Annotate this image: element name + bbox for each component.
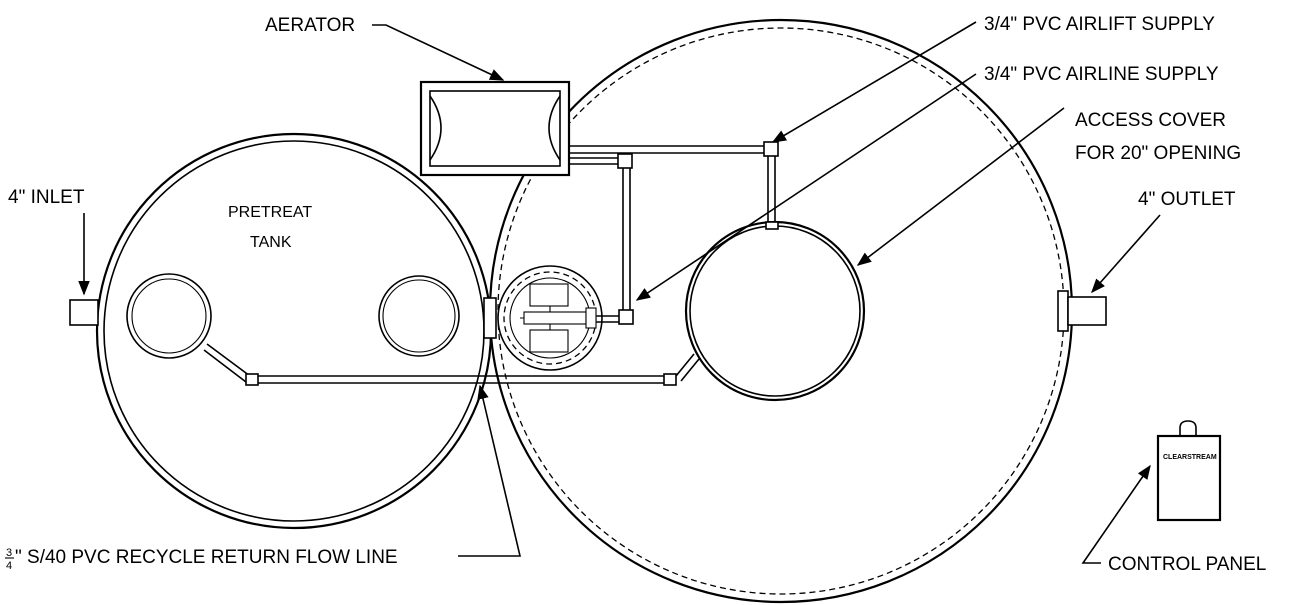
- recycle-return-line: [203, 343, 700, 386]
- inlet-label: 4" INLET: [8, 187, 85, 208]
- outlet-pipe: [1057, 290, 1107, 332]
- panel-brand-text: CLEARSTREAM: [1163, 454, 1217, 461]
- airlift-supply-label: 3/4" PVC AIRLIFT SUPPLY: [984, 14, 1215, 35]
- aerator-unit: [419, 80, 571, 177]
- tank-connector: [483, 297, 497, 339]
- recycle-fraction-denominator: 4: [6, 560, 12, 572]
- control-panel-leader: [1081, 464, 1151, 564]
- control-panel: CLEARSTREAM: [1156, 420, 1222, 522]
- access-cover-label-line1: ACCESS COVER: [1075, 110, 1226, 131]
- outlet-label: 4" OUTLET: [1138, 189, 1236, 210]
- pretreat-label-line2: TANK: [250, 234, 292, 251]
- inlet-pipe: [69, 299, 99, 326]
- leader-lines: [78, 21, 1161, 564]
- airline-supply-label: 3/4" PVC AIRLINE SUPPLY: [984, 64, 1219, 85]
- pretreat-left-opening: [126, 273, 212, 359]
- aerator-label: AERATOR: [265, 15, 355, 36]
- airlift-assembly: [497, 265, 620, 371]
- access-cover-label-line2: FOR 20" OPENING: [1075, 143, 1241, 164]
- outlet-leader: [1091, 214, 1161, 294]
- airlift-supply-leader: [771, 21, 977, 143]
- recycle-return-label: 3 4 " S/40 PVC RECYCLE RETURN FLOW LINE: [5, 547, 398, 572]
- pretreat-label-line1: PRETREAT: [228, 204, 312, 221]
- airline-supply-leader: [635, 73, 977, 301]
- control-panel-label: CONTROL PANEL: [1108, 554, 1266, 575]
- airlift-supply-pipe: [569, 141, 779, 230]
- airline-supply-pipe: [569, 153, 634, 325]
- recycle-fraction-numerator: 3: [6, 547, 12, 559]
- aerator-leader: [372, 24, 505, 81]
- pretreat-right-opening: [378, 275, 460, 357]
- recycle-return-leader: [458, 384, 522, 557]
- recycle-return-text: " S/40 PVC RECYCLE RETURN FLOW LINE: [15, 547, 398, 568]
- access-cover-leader: [856, 107, 1065, 266]
- pretreat-tank: [95, 132, 493, 530]
